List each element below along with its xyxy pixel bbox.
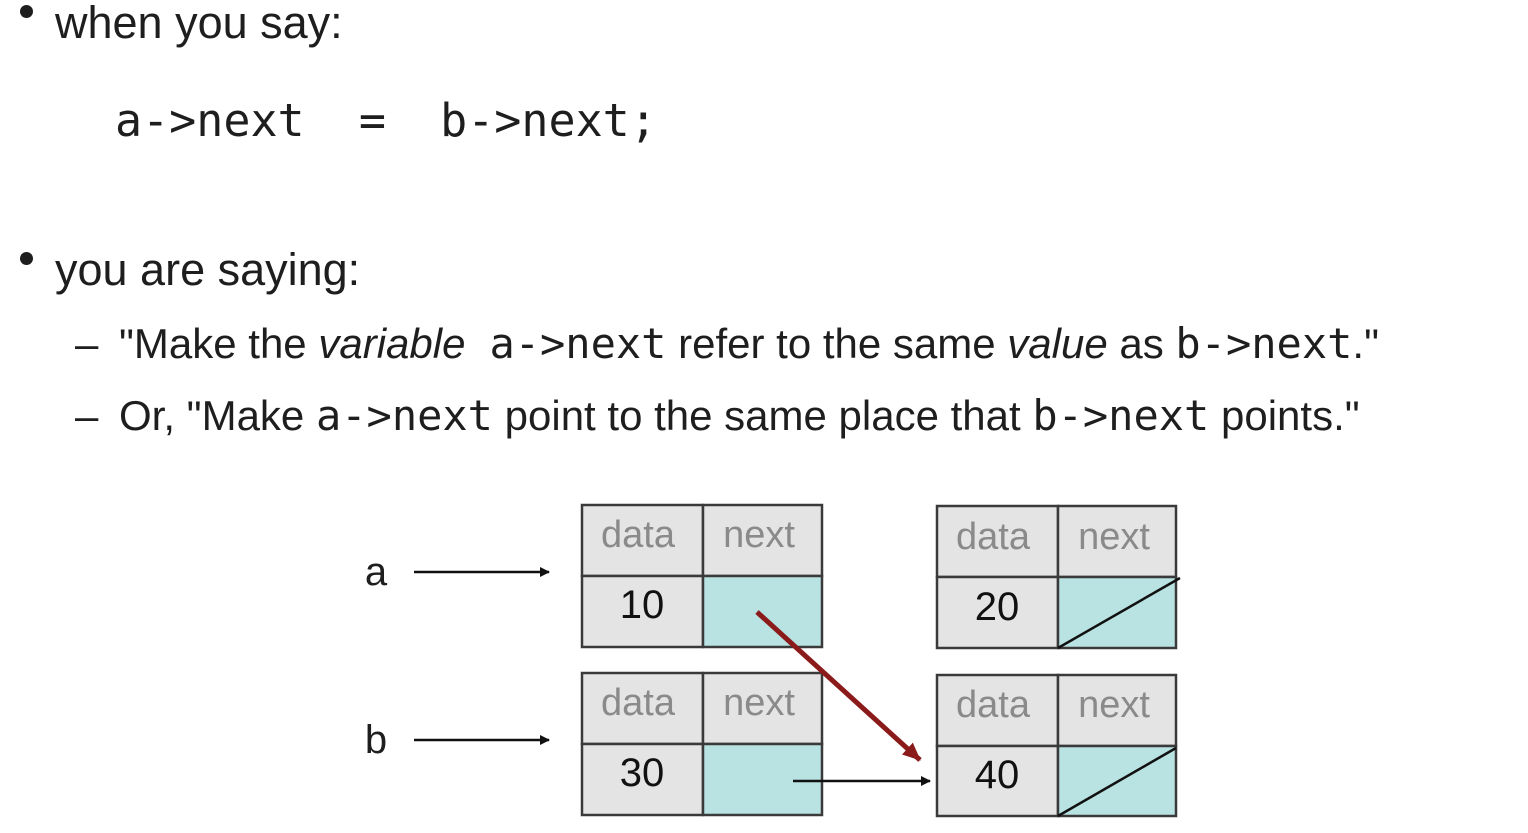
sub-bullet-2: –Or, "Make a->next point to the same pla… <box>75 395 1360 437</box>
node-10-next-label: next <box>723 514 795 556</box>
node-20-next-header <box>1056 504 1178 579</box>
node-30: data next 30 <box>580 671 824 817</box>
node-30-value: 30 <box>620 751 665 795</box>
sub-bullet-2-dash: – <box>75 392 99 439</box>
node-20-value: 20 <box>975 585 1020 629</box>
bullet-dot-1 <box>20 5 33 18</box>
node-40-data-label: data <box>956 684 1031 726</box>
node-20-data-label: data <box>956 516 1031 558</box>
sub-bullet-1-mid: refer to the same <box>666 320 1008 367</box>
node-40-next-label: next <box>1078 684 1150 726</box>
node-20-next-label: next <box>1078 516 1150 558</box>
sub-bullet-1-mid2: as <box>1107 320 1176 367</box>
sub-bullet-1-code-b: b->next <box>1175 319 1353 368</box>
sub-bullet-1-dash: – <box>75 320 99 367</box>
bullet-1-text: when you say: <box>55 0 343 48</box>
node-30-data-label: data <box>601 682 676 724</box>
node-30-next-label: next <box>723 682 795 724</box>
sub-bullet-1-close: ." <box>1352 320 1379 367</box>
node-10-next-header <box>701 503 824 578</box>
sub-bullet-1-variable: variable <box>318 320 466 367</box>
node-20: data next 20 <box>935 504 1181 650</box>
node-40-value: 40 <box>975 753 1020 797</box>
node-40-data-cell <box>935 744 1060 818</box>
node-10-value: 10 <box>620 583 665 627</box>
sub-bullet-1-value: value <box>1007 320 1108 367</box>
sub-bullet-2-mid: point to the same place that <box>492 392 1033 439</box>
node-40: data next 40 <box>935 673 1178 818</box>
sub-bullet-2-post: points." <box>1209 392 1360 439</box>
node-20-data-header <box>935 504 1060 579</box>
node-10: data next 10 <box>580 503 824 649</box>
node-10-data-cell <box>580 574 705 649</box>
node-30-data-cell <box>580 742 705 817</box>
sub-bullet-1-code-a: a->next <box>489 319 667 368</box>
sub-bullet-1-open: "Make the <box>119 320 319 367</box>
sub-bullet-2-pre: Or, "Make <box>119 392 316 439</box>
node-30-data-header <box>580 671 705 746</box>
bullet-dot-2 <box>20 252 33 265</box>
bullet-2-text: you are saying: <box>55 244 361 295</box>
node-10-data-label: data <box>601 514 676 556</box>
node-40-null-slash <box>1057 746 1177 818</box>
node-10-next-cell <box>701 574 824 649</box>
link-10-to-40-arrow <box>755 610 922 762</box>
node-20-null-slash <box>1057 576 1181 650</box>
node-30-next-cell <box>701 742 824 817</box>
code-statement: a->next = b->next; <box>115 94 657 147</box>
pointer-a-label: a <box>365 550 388 594</box>
node-20-data-cell <box>935 575 1060 650</box>
node-40-next-header <box>1056 673 1178 748</box>
sub-bullet-2-code-b: b->next <box>1032 391 1210 440</box>
pointer-b-label: b <box>365 718 387 762</box>
sub-bullet-2-code-a: a->next <box>315 391 493 440</box>
